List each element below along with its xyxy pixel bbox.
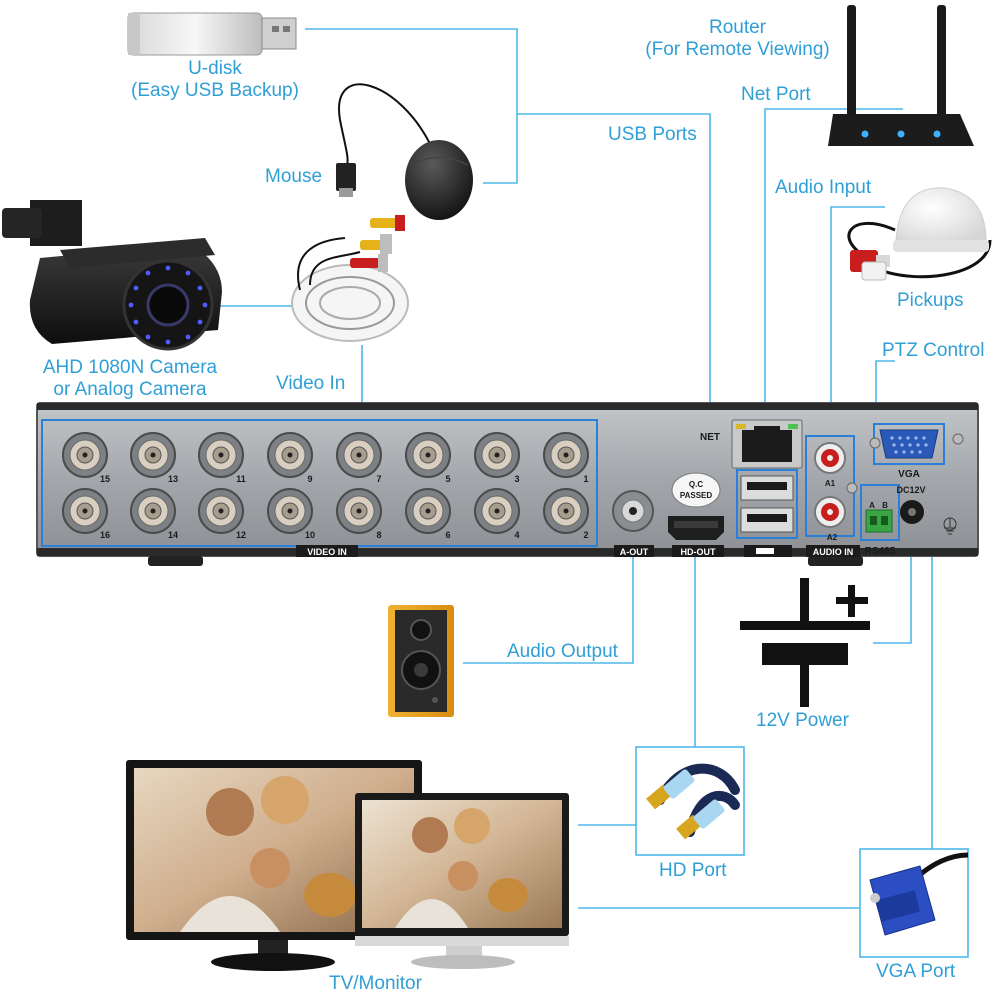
bnc-channel-number: 4 — [514, 530, 519, 540]
pickups-label: Pickups — [897, 290, 964, 311]
bnc-channel-number: 2 — [583, 530, 588, 540]
panel-labels: NET VGA DC12V A1 A2 A B RS485 VIDEO IN A… — [296, 432, 926, 557]
vga-cable-icon — [859, 848, 969, 958]
bnc-channel-number: 11 — [236, 474, 246, 484]
camera-label-line2: or Analog Camera — [53, 379, 207, 400]
tv-monitor-label: TV/Monitor — [329, 973, 422, 994]
ethernet-port — [731, 419, 803, 469]
rs485-highlight — [860, 484, 900, 541]
hdmi-port — [668, 516, 724, 540]
bnc-channel-number: 1 — [583, 474, 588, 484]
bnc-channel-number: 12 — [236, 530, 246, 540]
router-label-line2: (For Remote Viewing) — [645, 39, 830, 60]
bnc-connector: 15 — [62, 432, 110, 484]
bnc-channel-number: 14 — [168, 530, 178, 540]
bnc-connector: 2 — [543, 488, 589, 540]
udisk-label-line2: (Easy USB Backup) — [131, 80, 299, 101]
speaker-icon — [388, 605, 454, 717]
line-mouse-usb — [483, 114, 518, 184]
bnc-channel-number: 13 — [168, 474, 178, 484]
audio-in-rca-jacks — [814, 442, 858, 528]
panel-a-out-label: A-OUT — [620, 547, 649, 557]
bnc-channel-number: 9 — [307, 474, 312, 484]
bnc-channel-number: 5 — [445, 474, 450, 484]
hdmi-cable-icon — [635, 746, 745, 856]
line-audio-out — [463, 520, 634, 664]
panel-hd-out-label: HD-OUT — [681, 547, 716, 557]
bnc-connector: 10 — [267, 488, 315, 540]
bnc-cable-icon — [291, 215, 409, 342]
dc12v-jack — [900, 500, 957, 535]
line-power — [873, 522, 912, 644]
udisk-label-line1: U-disk — [188, 58, 242, 79]
qc-passed-sticker: Q.C PASSED — [671, 472, 721, 508]
panel-b-label: B — [882, 501, 888, 510]
a-out-connector — [612, 490, 654, 532]
udisk-label: U-disk (Easy USB Backup) — [120, 58, 310, 102]
bnc-channel-number: 3 — [514, 474, 519, 484]
bnc-connector: 12 — [198, 488, 246, 540]
bnc-connector: 6 — [405, 488, 451, 540]
bnc-connector: 16 — [62, 488, 110, 540]
qc-text-line1: Q.C — [689, 480, 703, 489]
panel-rs485-label: RS485 — [865, 546, 896, 557]
bnc-connector: 8 — [336, 488, 382, 540]
usb-highlight — [736, 469, 798, 539]
mouse-label: Mouse — [265, 166, 323, 187]
bnc-connector: 13 — [130, 432, 178, 484]
usb-flash-drive-icon — [127, 12, 297, 56]
camera-label: AHD 1080N Camera or Analog Camera — [20, 357, 240, 401]
bnc-connector: 9 — [267, 432, 313, 484]
audio-input-label: Audio Input — [775, 177, 872, 198]
bnc-channel-number: 16 — [100, 530, 110, 540]
hd-port-label: HD Port — [659, 860, 727, 881]
bnc-connector: 5 — [405, 432, 451, 484]
usb-ports — [740, 475, 794, 533]
line-udisk-usb — [305, 28, 711, 422]
panel-a2-label: A2 — [827, 533, 838, 542]
bnc-channel-number: 15 — [100, 474, 110, 484]
vga-port-label: VGA Port — [876, 961, 956, 982]
rs485-terminal — [865, 509, 893, 533]
panel-audio-in-label: AUDIO IN — [813, 547, 854, 557]
bnc-channel-number: 10 — [305, 530, 315, 540]
bnc-channel-number: 8 — [376, 530, 381, 540]
bnc-channel-number: 6 — [445, 530, 450, 540]
tv-monitor-small — [355, 793, 569, 969]
panel-net-label: NET — [700, 432, 720, 443]
panel-dc12v-label: DC12V — [896, 485, 925, 495]
line-pickups-audio-in — [830, 206, 885, 437]
bnc-connector: 14 — [130, 488, 178, 540]
bnc-connector: 3 — [474, 432, 520, 484]
net-port-label: Net Port — [741, 84, 811, 105]
panel-a1-label: A1 — [825, 479, 836, 488]
vga-port — [869, 429, 964, 459]
bullet-camera-icon — [2, 200, 222, 351]
panel-vga-label: VGA — [898, 469, 920, 480]
usb-ports-label: USB Ports — [608, 124, 697, 145]
router-label-line1: Router — [708, 17, 767, 38]
audio-output-label: Audio Output — [507, 641, 618, 662]
router-icon — [828, 5, 974, 146]
camera-label-line1: AHD 1080N Camera — [42, 357, 218, 378]
bnc-connectors: 15 13 11 9 7 5 3 1 16 14 12 10 8 6 4 2 — [62, 432, 589, 540]
pickup-microphone-icon — [847, 187, 992, 281]
line-router-net — [764, 108, 903, 423]
router-label: Router (For Remote Viewing) — [630, 17, 845, 61]
bnc-connector: 1 — [543, 432, 589, 484]
bnc-channel-number: 7 — [376, 474, 381, 484]
mouse-icon — [336, 83, 473, 220]
panel-a-label: A — [869, 501, 875, 510]
ptz-control-label: PTZ Control — [882, 340, 985, 361]
panel-video-in-label: VIDEO IN — [307, 547, 347, 557]
bnc-connector: 4 — [474, 488, 520, 540]
video-in-label: Video In — [276, 373, 346, 394]
power-12v-label: 12V Power — [756, 710, 849, 731]
qc-text-line2: PASSED — [680, 491, 713, 500]
dc-power-symbol-icon — [740, 578, 870, 707]
bnc-connector: 7 — [336, 432, 382, 484]
bnc-connector: 11 — [198, 432, 246, 484]
